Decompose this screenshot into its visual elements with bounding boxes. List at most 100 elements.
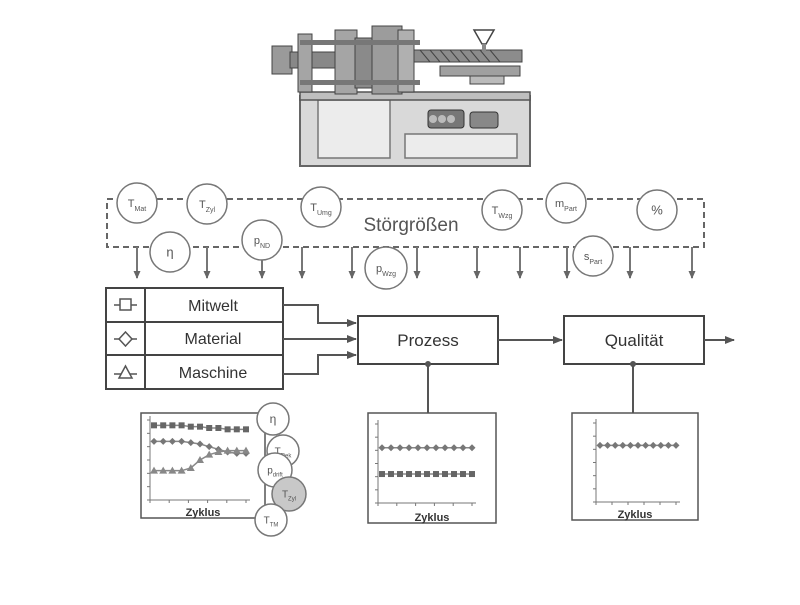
chart-x-label: Zyklus xyxy=(186,507,221,519)
chart-point xyxy=(196,440,204,448)
input-arrows xyxy=(283,304,357,375)
chart-point xyxy=(611,441,619,449)
chart-point xyxy=(159,466,168,474)
disturbance-variable: mPart xyxy=(545,182,587,224)
chart-point xyxy=(242,446,250,454)
disturbance-variable: % xyxy=(636,189,678,231)
chart-point xyxy=(224,426,231,433)
measurement-connectors xyxy=(425,361,636,413)
chart-point xyxy=(432,444,440,452)
quality-label: Qualität xyxy=(605,331,664,350)
chart-point xyxy=(405,444,413,452)
disturbance-variable: η xyxy=(149,231,191,273)
chart-point xyxy=(159,437,167,445)
chart-point xyxy=(387,444,395,452)
chart-point xyxy=(206,425,213,431)
chart-point xyxy=(243,426,249,433)
disturbance-variable-label: pND xyxy=(254,235,270,250)
disturbance-variable: TMat xyxy=(116,182,158,224)
chart-point xyxy=(649,441,657,449)
chart: Zyklus xyxy=(375,420,476,524)
chart-point xyxy=(196,456,204,463)
injection-molding-machine-image xyxy=(271,25,531,167)
disturbance-variable-label: % xyxy=(651,203,663,218)
chart-point xyxy=(150,466,158,474)
inputs-table: Mitwelt Material Maschine xyxy=(105,287,284,390)
sensor-variable-label: η xyxy=(270,412,277,426)
sensor-variable: TZyl xyxy=(271,476,307,512)
chart-point xyxy=(441,444,449,452)
disturbance-title: Störgrößen xyxy=(363,215,458,236)
disturbance-box xyxy=(106,198,705,248)
chart-point xyxy=(619,441,627,449)
chart-point xyxy=(672,441,680,449)
sensor-variable: TTM xyxy=(254,503,288,537)
disturbance-variable-label: TUmg xyxy=(310,202,332,217)
chart-point xyxy=(414,444,422,452)
chart-point xyxy=(379,471,385,478)
chart-x-label: Zyklus xyxy=(415,512,450,524)
disturbance-variable-label: TMat xyxy=(128,198,146,213)
disturbance-variable-label: mPart xyxy=(555,198,577,213)
chart-frame-quality xyxy=(571,412,699,521)
disturbance-variable: pND xyxy=(241,219,283,261)
chart-point xyxy=(160,422,167,429)
chart-point xyxy=(187,423,194,430)
disturbance-variable-label: sPart xyxy=(584,251,602,266)
chart-point xyxy=(205,450,214,458)
disturbance-variable: TUmg xyxy=(300,186,342,228)
chart-point xyxy=(215,425,222,431)
chart-point xyxy=(423,444,431,452)
disturbance-variable-label: TZyl xyxy=(199,199,216,214)
chart-point xyxy=(396,444,404,452)
chart-point xyxy=(626,441,634,449)
disturbance-variable: pWzg xyxy=(364,246,408,290)
legend-square-icon xyxy=(114,298,137,311)
chart-point xyxy=(150,437,158,445)
sensor-variable-label: TTM xyxy=(264,516,279,529)
chart-point xyxy=(468,444,476,452)
chart-point xyxy=(397,471,403,478)
chart-point xyxy=(664,441,672,449)
chart: Zyklus xyxy=(147,416,250,519)
disturbance-variable: TWzg xyxy=(481,189,523,231)
chart-point xyxy=(406,471,412,478)
chart-point xyxy=(469,471,475,478)
input-label-maschine: Maschine xyxy=(179,365,248,382)
chart-frame-process xyxy=(367,412,497,524)
chart-point xyxy=(197,423,203,430)
input-label-mitwelt: Mitwelt xyxy=(188,298,238,315)
chart-point xyxy=(223,446,232,454)
chart-point xyxy=(214,448,223,455)
chart-point xyxy=(205,443,213,451)
disturbance-variable: sPart xyxy=(572,235,614,277)
chart-point xyxy=(657,441,665,449)
legend-diamond-icon xyxy=(114,330,137,348)
disturbance-variable-label: η xyxy=(166,245,173,260)
chart-point xyxy=(604,441,612,449)
sensor-variable-label: TRek xyxy=(275,447,293,460)
chart-point xyxy=(378,444,386,452)
chart-point xyxy=(459,444,467,452)
chart-point xyxy=(596,441,604,449)
chart-point xyxy=(424,471,430,478)
input-label-material: Material xyxy=(185,331,242,348)
process-label: Prozess xyxy=(397,331,458,350)
disturbance-variable: TZyl xyxy=(186,183,228,225)
chart-point xyxy=(168,437,176,445)
chart-point xyxy=(388,471,394,478)
chart-point xyxy=(186,464,195,471)
sensor-variable-label: TZyl xyxy=(282,490,296,503)
legend-triangle-icon xyxy=(114,364,137,379)
chart-point xyxy=(433,471,439,478)
chart-point xyxy=(415,471,421,478)
disturbance-variable-label: TWzg xyxy=(492,205,513,220)
chart: Zyklus xyxy=(593,419,680,521)
chart-point xyxy=(177,466,186,474)
chart-point xyxy=(232,446,241,454)
disturbance-arrows xyxy=(133,247,696,279)
chart-point xyxy=(187,439,195,447)
chart-point xyxy=(168,466,177,474)
chart-point xyxy=(169,422,176,429)
